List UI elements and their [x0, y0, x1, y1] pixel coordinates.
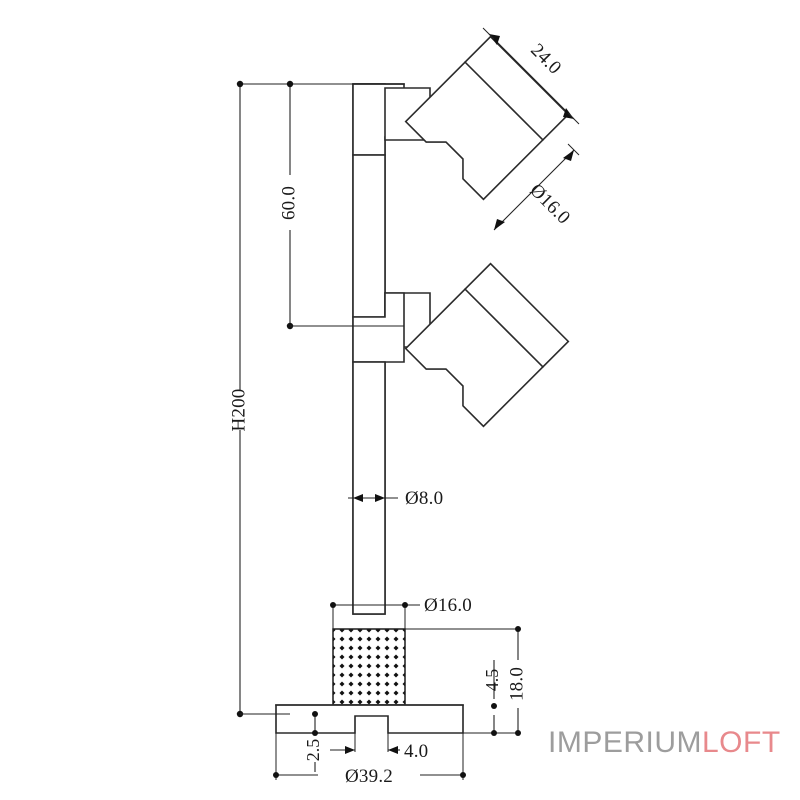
- dim-pole-diameter: Ø8.0: [348, 488, 443, 509]
- dim-label-head-spacing: 60.0: [278, 186, 299, 220]
- logo-accent-text: LOFT: [702, 726, 781, 759]
- dim-label-base-slot-width: 4.0: [404, 741, 428, 762]
- logo-primary-text: IMPERIUM: [548, 726, 702, 759]
- lower-lamp-head: [404, 262, 570, 428]
- pole-shaft: [352, 361, 386, 615]
- knurled-collar: [332, 628, 406, 706]
- dim-label-knurl-diameter: Ø16.0: [424, 595, 472, 616]
- dim-label-overall-height: H200: [228, 388, 249, 431]
- dim-label-head-length: 24.0: [526, 40, 565, 79]
- dim-knurl-diameter: Ø16.0: [330, 595, 472, 631]
- dim-label-pole-diameter: Ø8.0: [405, 488, 443, 509]
- dim-base-diameter: Ø39.2: [273, 705, 466, 787]
- dim-overall-height: H200: [228, 80, 290, 718]
- pole-mid-band: [352, 154, 386, 318]
- dim-head-spacing: 60.0: [278, 80, 404, 330]
- dim-label-base-step: 2.5: [303, 739, 323, 762]
- dim-base-slot-width: 4.0: [330, 716, 428, 762]
- dim-label-base-plate-thickness: 4.5: [482, 669, 502, 692]
- upper-lamp-head: [404, 35, 570, 201]
- dim-label-head-diameter: Ø16.0: [525, 180, 574, 229]
- base-plate: [275, 704, 464, 734]
- dim-label-base-total-height: 18.0: [506, 667, 527, 701]
- lamp-body-geometry: [275, 35, 570, 734]
- dim-base-total-height: 18.0: [405, 626, 527, 736]
- dim-base-step: 2.5: [303, 711, 323, 772]
- dim-label-base-diameter: Ø39.2: [345, 766, 393, 787]
- dim-base-plate-thickness: 4.5: [482, 660, 502, 736]
